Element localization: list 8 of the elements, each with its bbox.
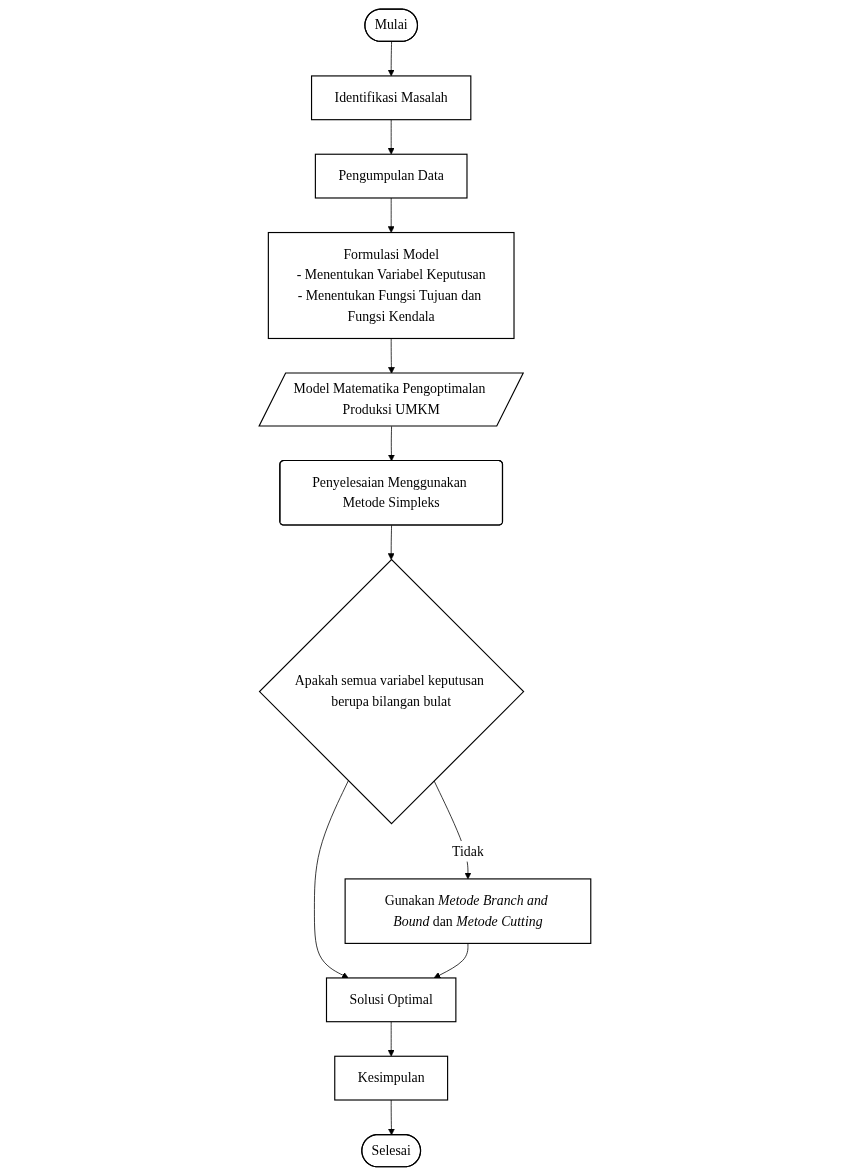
node-box: Formulasi Model - Menentukan Variabel Keputusan - Menentukan Fungsi Tujuan dan Fungsi Kendala (267, 231, 515, 339)
node-diamond: Apakah semua variabel keputusan berupa bilangan bulat (258, 558, 524, 824)
node-box: Solusi Optimal (325, 976, 456, 1022)
node-box: Gunakan Metode Branch and Bound dan Metode Cutting (344, 877, 591, 944)
node-box: Pengumpulan Data (314, 153, 468, 199)
node-box: Kesimpulan (333, 1055, 448, 1101)
node-box: Identifikasi Masalah (310, 74, 471, 120)
edge-label: Tidak (451, 842, 484, 859)
